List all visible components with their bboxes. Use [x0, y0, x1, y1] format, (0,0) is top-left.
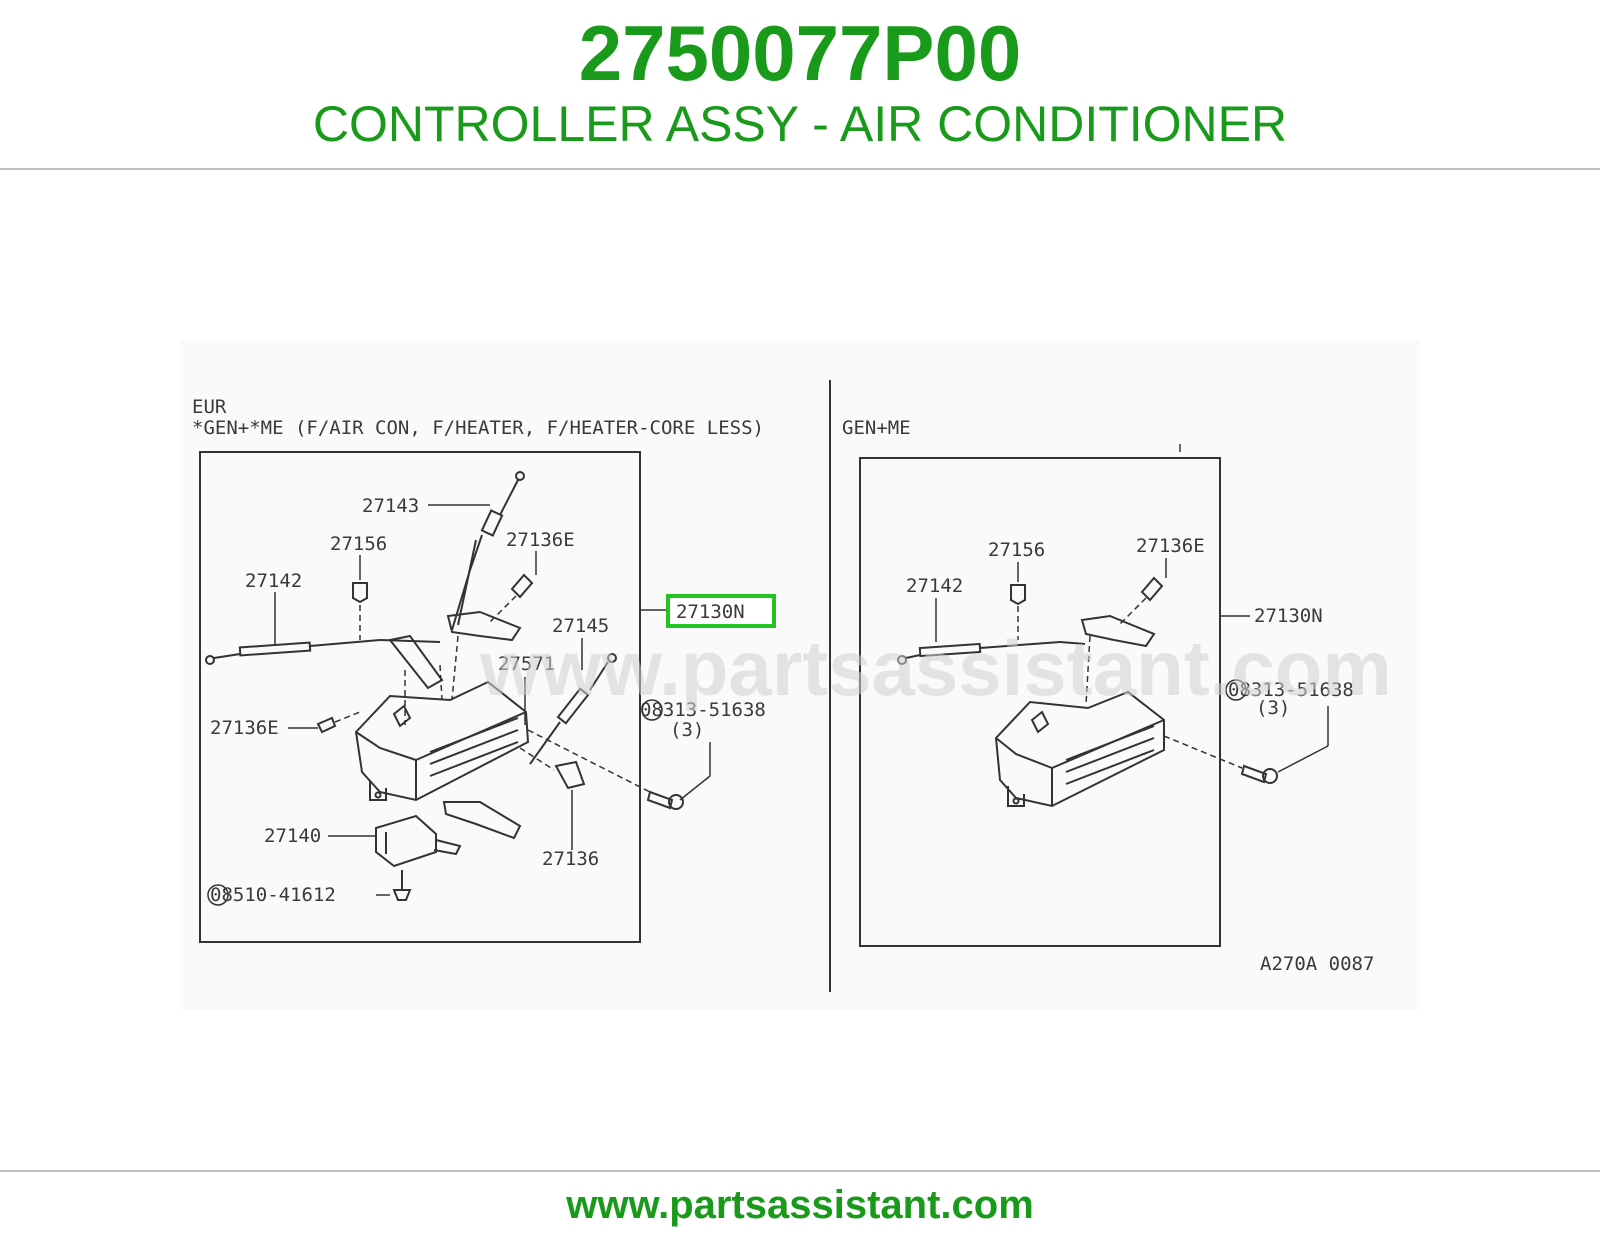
screw-side-left-icon [646, 790, 684, 810]
right-screw-side-icon [1240, 764, 1278, 784]
footer-divider [0, 1170, 1600, 1172]
parts-diagram: EUR *GEN+*ME (F/AIR CON, F/HEATER, F/HEA… [180, 340, 1420, 1010]
label-right-27142: 27142 [906, 575, 963, 597]
left-controller-body [354, 680, 530, 802]
label-27136: 27136 [542, 848, 599, 870]
label-27143: 27143 [362, 495, 419, 517]
label-27156: 27156 [330, 533, 387, 555]
label-assy-left: 27130N [676, 601, 745, 623]
dash-screw-side-left [527, 729, 651, 793]
diagram-code: A270A 0087 [1260, 953, 1374, 975]
dash-27571 [439, 664, 443, 701]
label-screw-side-left: 08313-51638 [640, 699, 766, 721]
left-region-label: EUR [192, 396, 227, 418]
left-cable-27143 [451, 471, 525, 631]
label-right-27136E: 27136E [1136, 535, 1205, 557]
leader-screw-side-left-b [679, 775, 711, 801]
left-panel-frame [199, 451, 641, 943]
left-cable-27145 [529, 653, 617, 765]
right-variant-label: GEN+ME [842, 417, 911, 439]
lever-lower-icon [442, 801, 522, 840]
label-screw-side-qty-left: (3) [670, 719, 704, 741]
label-27136E-top: 27136E [506, 529, 575, 551]
right-lever-icon [1080, 614, 1156, 648]
label-27571: 27571 [498, 653, 555, 675]
part-number-title: 2750077P00 [578, 9, 1022, 97]
watermark-text: www.partsassistant.com [479, 624, 1392, 712]
label-right-27156: 27156 [988, 539, 1045, 561]
leader-right-screw-side-b [1277, 745, 1329, 773]
dash-right-lever [1085, 635, 1091, 705]
dash-right-27136E [1119, 597, 1147, 625]
header-divider [0, 168, 1600, 170]
screw-main-icon [392, 870, 412, 901]
motor-27140-icon [375, 814, 462, 868]
label-right-screw-side-qty: (3) [1256, 697, 1290, 719]
label-assy-right: 27130N [1254, 605, 1323, 627]
link-27571-icon [388, 634, 444, 690]
clip-right-27156-icon [1010, 584, 1026, 606]
label-27140: 27140 [264, 825, 321, 847]
right-cable-27142 [897, 641, 1086, 665]
lever-upper-icon [446, 610, 522, 642]
label-screw-main: 08510-41612 [210, 884, 336, 906]
label-27136E-left: 27136E [210, 717, 279, 739]
dash-lever-upper [451, 635, 459, 701]
clip-27136E-left-icon [316, 716, 337, 734]
assy-highlight-box [666, 594, 776, 628]
left-variant-label: *GEN+*ME (F/AIR CON, F/HEATER, F/HEATER-… [192, 417, 764, 439]
standard-part-icon-main [207, 884, 229, 906]
clip-27156-icon [352, 582, 368, 604]
standard-part-icon [641, 699, 663, 721]
dash-right-screw-side [1163, 735, 1243, 769]
label-27142: 27142 [245, 570, 302, 592]
label-27145: 27145 [552, 615, 609, 637]
dash-27136E-left [334, 711, 361, 723]
clip-right-27136E-icon [1140, 576, 1164, 602]
page-header: 2750077P00 CONTROLLER ASSY - AIR CONDITI… [0, 0, 1600, 170]
part-name-subtitle: CONTROLLER ASSY - AIR CONDITIONER [312, 96, 1288, 152]
right-panel-frame [859, 457, 1221, 947]
label-right-screw-side: 08313-51638 [1228, 679, 1354, 701]
footer-website-link[interactable]: www.partsassistant.com [566, 1183, 1034, 1227]
dash-27136 [519, 747, 555, 771]
parts-diagram-svg: EUR *GEN+*ME (F/AIR CON, F/HEATER, F/HEA… [180, 340, 1420, 1010]
right-controller-body [994, 690, 1165, 808]
clip-27136-icon [554, 760, 586, 790]
right-standard-part-icon [1225, 679, 1247, 701]
clip-27136E-top-icon [510, 573, 534, 599]
